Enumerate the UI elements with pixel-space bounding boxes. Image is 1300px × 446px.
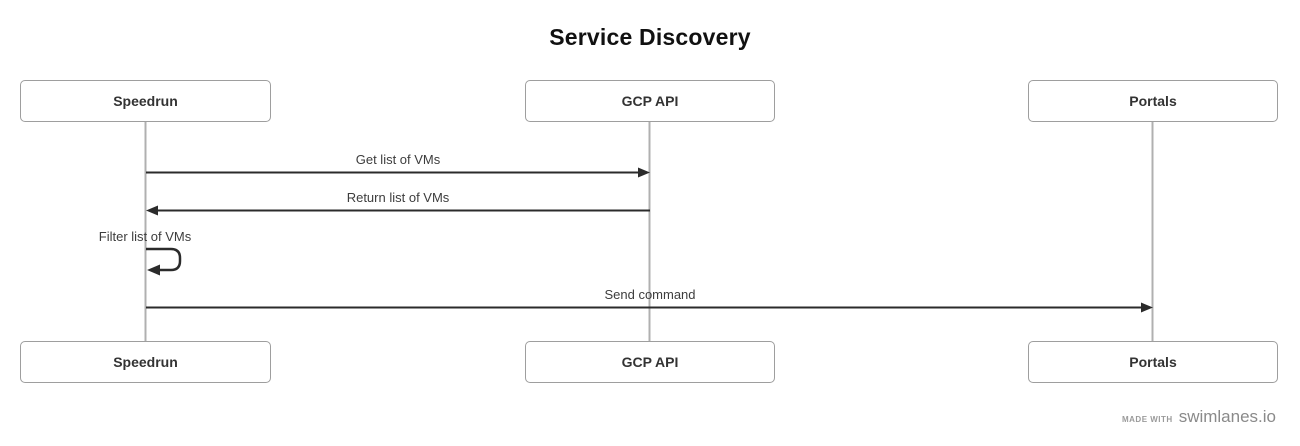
actor-label: Speedrun xyxy=(113,354,178,370)
actor-label: Portals xyxy=(1129,93,1177,109)
actor-label: Speedrun xyxy=(113,93,178,109)
actor-label: GCP API xyxy=(621,354,679,370)
message-label-send-command: Send command xyxy=(604,287,696,302)
footer-credit[interactable]: Made with swimlanes.io xyxy=(1122,407,1276,427)
made-with-label: Made with xyxy=(1121,415,1173,424)
actor-top-portals: Portals xyxy=(1028,80,1278,122)
message-label-filter-list: Filter list of VMs xyxy=(98,229,192,244)
message-self-loop-filter xyxy=(146,247,182,272)
diagram-title: Service Discovery xyxy=(549,24,751,50)
actor-label: GCP API xyxy=(621,93,679,109)
message-label-get-list: Get list of VMs xyxy=(355,152,441,167)
actor-top-speedrun: Speedrun xyxy=(20,80,271,122)
swimlanes-brand-link[interactable]: swimlanes.io xyxy=(1178,407,1276,426)
actor-label: Portals xyxy=(1129,354,1177,370)
actor-bottom-gcp-api: GCP API xyxy=(525,341,775,383)
actor-bottom-speedrun: Speedrun xyxy=(20,341,271,383)
actor-bottom-portals: Portals xyxy=(1028,341,1278,383)
actor-top-gcp-api: GCP API xyxy=(525,80,775,122)
arrowhead-left-icon xyxy=(147,264,160,276)
arrowhead-left-icon xyxy=(146,205,158,216)
arrowhead-right-icon xyxy=(638,167,650,178)
arrowhead-right-icon xyxy=(1141,302,1153,313)
message-label-return-list: Return list of VMs xyxy=(346,190,450,205)
